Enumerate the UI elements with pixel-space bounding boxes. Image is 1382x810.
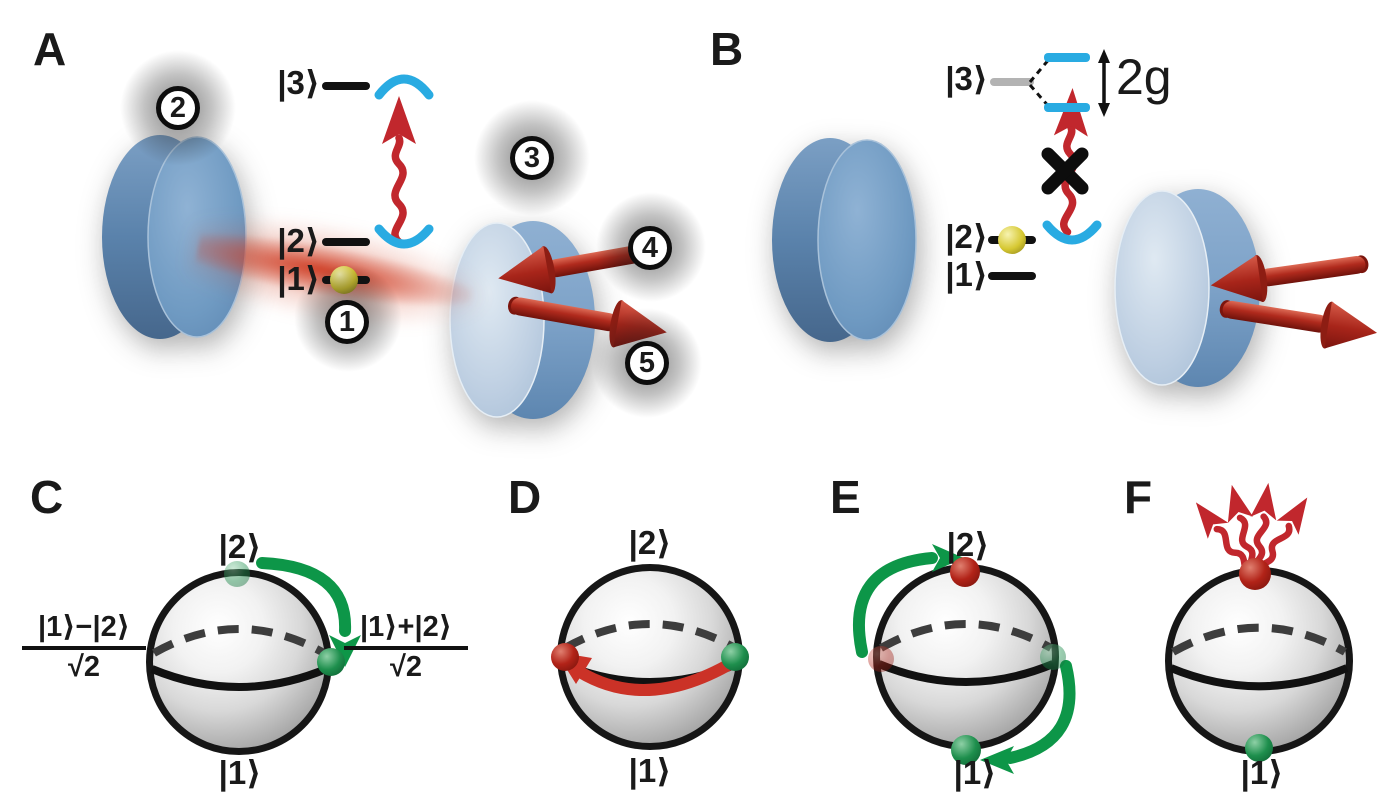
state-denominator: √2 bbox=[344, 647, 468, 684]
split-level-lower-bar bbox=[1044, 103, 1090, 112]
state-numerator: |1⟩+|2⟩ bbox=[344, 611, 468, 651]
state-denominator: √2 bbox=[22, 647, 146, 684]
photon-arrow-left-icon bbox=[1210, 255, 1369, 303]
splitting-double-arrow-icon bbox=[1098, 49, 1110, 117]
level-3-bar-b bbox=[990, 78, 1034, 86]
atom bbox=[330, 266, 358, 294]
state-ball-faded bbox=[224, 561, 250, 587]
panel-f-label: F bbox=[1124, 471, 1153, 523]
state-ball-green-bottom bbox=[951, 735, 981, 765]
pole-top-label-d: |2⟩ bbox=[628, 524, 672, 561]
level-1-label-a: |1⟩ bbox=[277, 260, 320, 297]
panel-d-label: D bbox=[508, 471, 542, 523]
level-3-label-b: |3⟩ bbox=[945, 60, 988, 97]
state-ball-green-bottom bbox=[1245, 734, 1273, 762]
marker-1: 1 bbox=[325, 300, 369, 344]
cavity-mirror-left-b bbox=[772, 138, 917, 342]
rotation-arrow-green-up-icon bbox=[852, 544, 964, 658]
rotation-arrow-green-down-icon bbox=[980, 660, 1076, 774]
state-ball-faded-red bbox=[868, 646, 894, 672]
level-2-label-a: |2⟩ bbox=[277, 222, 320, 259]
cavity-mirror-right-b bbox=[1114, 189, 1260, 387]
panel-e-label: E bbox=[830, 471, 861, 523]
marker-2: 2 bbox=[156, 86, 200, 130]
level-2-label-b: |2⟩ bbox=[945, 218, 988, 255]
superposition-state-left: |1⟩−|2⟩ √2 bbox=[22, 611, 146, 684]
bloch-equator-c bbox=[150, 625, 328, 691]
rotation-arrow-green-icon bbox=[256, 557, 361, 667]
level-2-bar-a bbox=[322, 238, 370, 246]
bloch-sphere-f bbox=[1165, 567, 1353, 755]
level-3-label-a: |3⟩ bbox=[277, 64, 320, 101]
atom bbox=[998, 226, 1026, 254]
cavity-bracket-icon bbox=[1042, 220, 1102, 245]
marker-3: 3 bbox=[510, 136, 554, 180]
cavity-mirror-left-a bbox=[102, 135, 247, 339]
cavity-bracket-top-icon bbox=[374, 74, 434, 100]
blocked-x-icon bbox=[1041, 147, 1089, 195]
pole-bottom-label-f: |1⟩ bbox=[1240, 754, 1284, 791]
state-ball-red-top bbox=[950, 557, 980, 587]
split-level-upper-bar bbox=[1044, 53, 1090, 62]
state-ball bbox=[317, 648, 345, 676]
rotation-arrow-red-icon bbox=[556, 652, 746, 696]
panel-a-label: A bbox=[33, 23, 67, 75]
photon-arrow-right-icon bbox=[1219, 300, 1378, 349]
superposition-state-right: |1⟩+|2⟩ √2 bbox=[344, 611, 468, 684]
panel-c-label: C bbox=[30, 471, 64, 523]
pole-top-label-e: |2⟩ bbox=[946, 526, 990, 563]
panel-b-label: B bbox=[710, 23, 744, 75]
bloch-equator-e bbox=[877, 620, 1055, 686]
bloch-equator-f bbox=[1169, 623, 1349, 691]
state-ball-red bbox=[551, 643, 579, 671]
pole-bottom-label-c: |1⟩ bbox=[218, 754, 262, 791]
splitting-value: 2g bbox=[1116, 49, 1172, 105]
marker-4: 4 bbox=[628, 226, 672, 270]
level-1-bar-b bbox=[988, 272, 1036, 280]
state-ball-green bbox=[721, 643, 749, 671]
pole-top-label-c: |2⟩ bbox=[218, 528, 262, 565]
marker-5: 5 bbox=[625, 341, 669, 385]
state-ball-faded-green bbox=[1040, 644, 1066, 670]
bloch-sphere-e bbox=[873, 564, 1059, 750]
state-ball-red-top bbox=[1239, 558, 1271, 590]
cavity-bracket-bottom-icon bbox=[374, 224, 434, 249]
state-numerator: |1⟩−|2⟩ bbox=[22, 611, 146, 651]
level-3-bar-a bbox=[322, 82, 370, 90]
level-1-label-b: |1⟩ bbox=[945, 256, 988, 293]
pole-bottom-label-e: |1⟩ bbox=[953, 754, 997, 791]
pole-bottom-label-d: |1⟩ bbox=[628, 752, 672, 789]
